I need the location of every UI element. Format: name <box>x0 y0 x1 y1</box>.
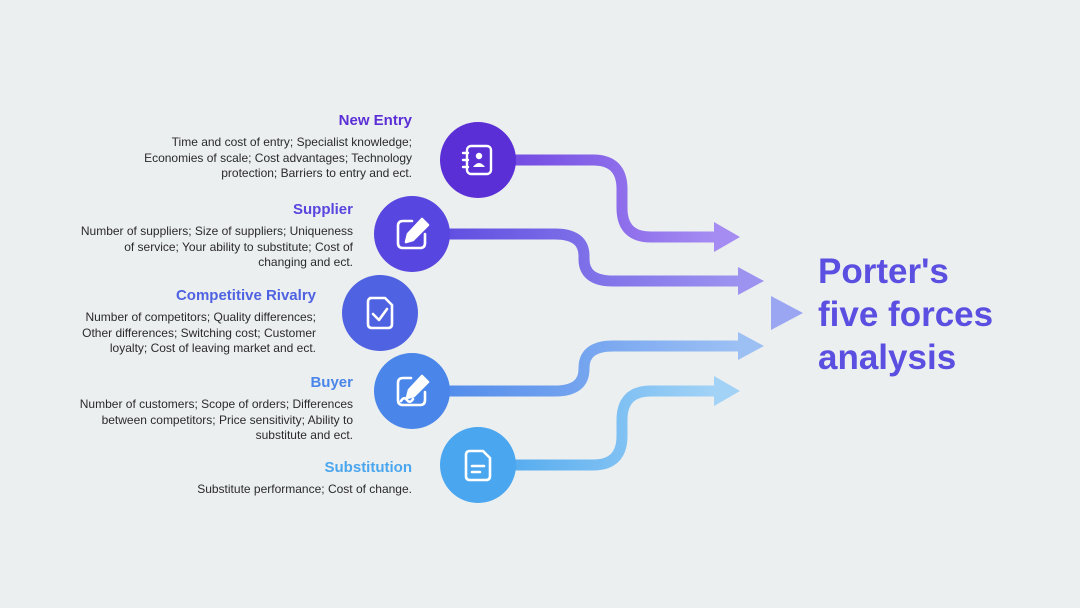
arrow-competitive-rivalry <box>380 296 803 330</box>
force-title: Competitive Rivalry <box>175 287 316 304</box>
force-new-entry: New Entry Time and cost of entry; Specia… <box>112 112 412 182</box>
desc-line: of service; Your ability to substitute; … <box>124 239 353 254</box>
desc-line: Substitute performance; Cost of change. <box>197 482 412 496</box>
desc-line: Number of customers; Scope of orders; Di… <box>79 397 353 411</box>
desc-line: between competitors; Price sensitivity; … <box>101 412 353 427</box>
contact-book-icon <box>461 144 493 176</box>
force-title: New Entry <box>338 112 412 129</box>
arrow-substitution <box>478 376 740 471</box>
force-description: Substitute performance; Cost of change. <box>112 482 412 498</box>
force-supplier: Supplier Number of suppliers; Size of su… <box>43 201 353 271</box>
signature-icon <box>396 374 430 407</box>
page-title: Porter's five forces analysis <box>818 250 993 379</box>
node-buyer <box>374 353 450 429</box>
force-substitution: Substitution Substitute performance; Cos… <box>112 459 412 498</box>
force-buyer: Buyer Number of customers; Scope of orde… <box>43 374 353 444</box>
node-supplier <box>374 196 450 272</box>
force-title: Buyer <box>310 374 353 391</box>
force-title: Substitution <box>324 459 412 476</box>
arrow-buyer <box>412 332 764 397</box>
arrow-supplier <box>412 228 764 295</box>
desc-line: Other differences; Switching cost; Custo… <box>82 325 316 340</box>
force-description: Number of suppliers; Size of suppliers; … <box>43 224 353 271</box>
title-line: five forces <box>818 295 994 334</box>
arrow-new-entry <box>478 154 740 252</box>
edit-pencil-icon <box>396 217 430 250</box>
force-competitive-rivalry: Competitive Rivalry Number of competitor… <box>16 287 316 357</box>
desc-line: substitute and ect. <box>255 428 353 442</box>
node-substitution <box>440 427 516 503</box>
force-description: Number of customers; Scope of orders; Di… <box>43 397 353 444</box>
desc-line: Economies of scale; Cost advantages; Tec… <box>144 150 412 165</box>
desc-line: changing and ect. <box>258 255 353 269</box>
force-title: Supplier <box>292 201 353 218</box>
desc-line: loyalty; Cost of leaving market and ect. <box>109 341 316 355</box>
desc-line: Number of competitors; Quality differenc… <box>85 310 316 324</box>
desc-line: protection; Barriers to entry and ect. <box>221 166 412 180</box>
desc-line: Time and cost of entry; Specialist knowl… <box>171 135 412 149</box>
title-line: analysis <box>818 338 957 377</box>
document-icon <box>464 449 492 482</box>
node-new-entry <box>440 122 516 198</box>
title-line: Porter's <box>818 252 949 291</box>
checklist-icon <box>366 296 394 330</box>
force-description: Time and cost of entry; Specialist knowl… <box>112 135 412 182</box>
force-description: Number of competitors; Quality differenc… <box>16 310 316 357</box>
desc-line: Number of suppliers; Size of suppliers; … <box>80 224 353 238</box>
node-competitive-rivalry <box>342 275 418 351</box>
